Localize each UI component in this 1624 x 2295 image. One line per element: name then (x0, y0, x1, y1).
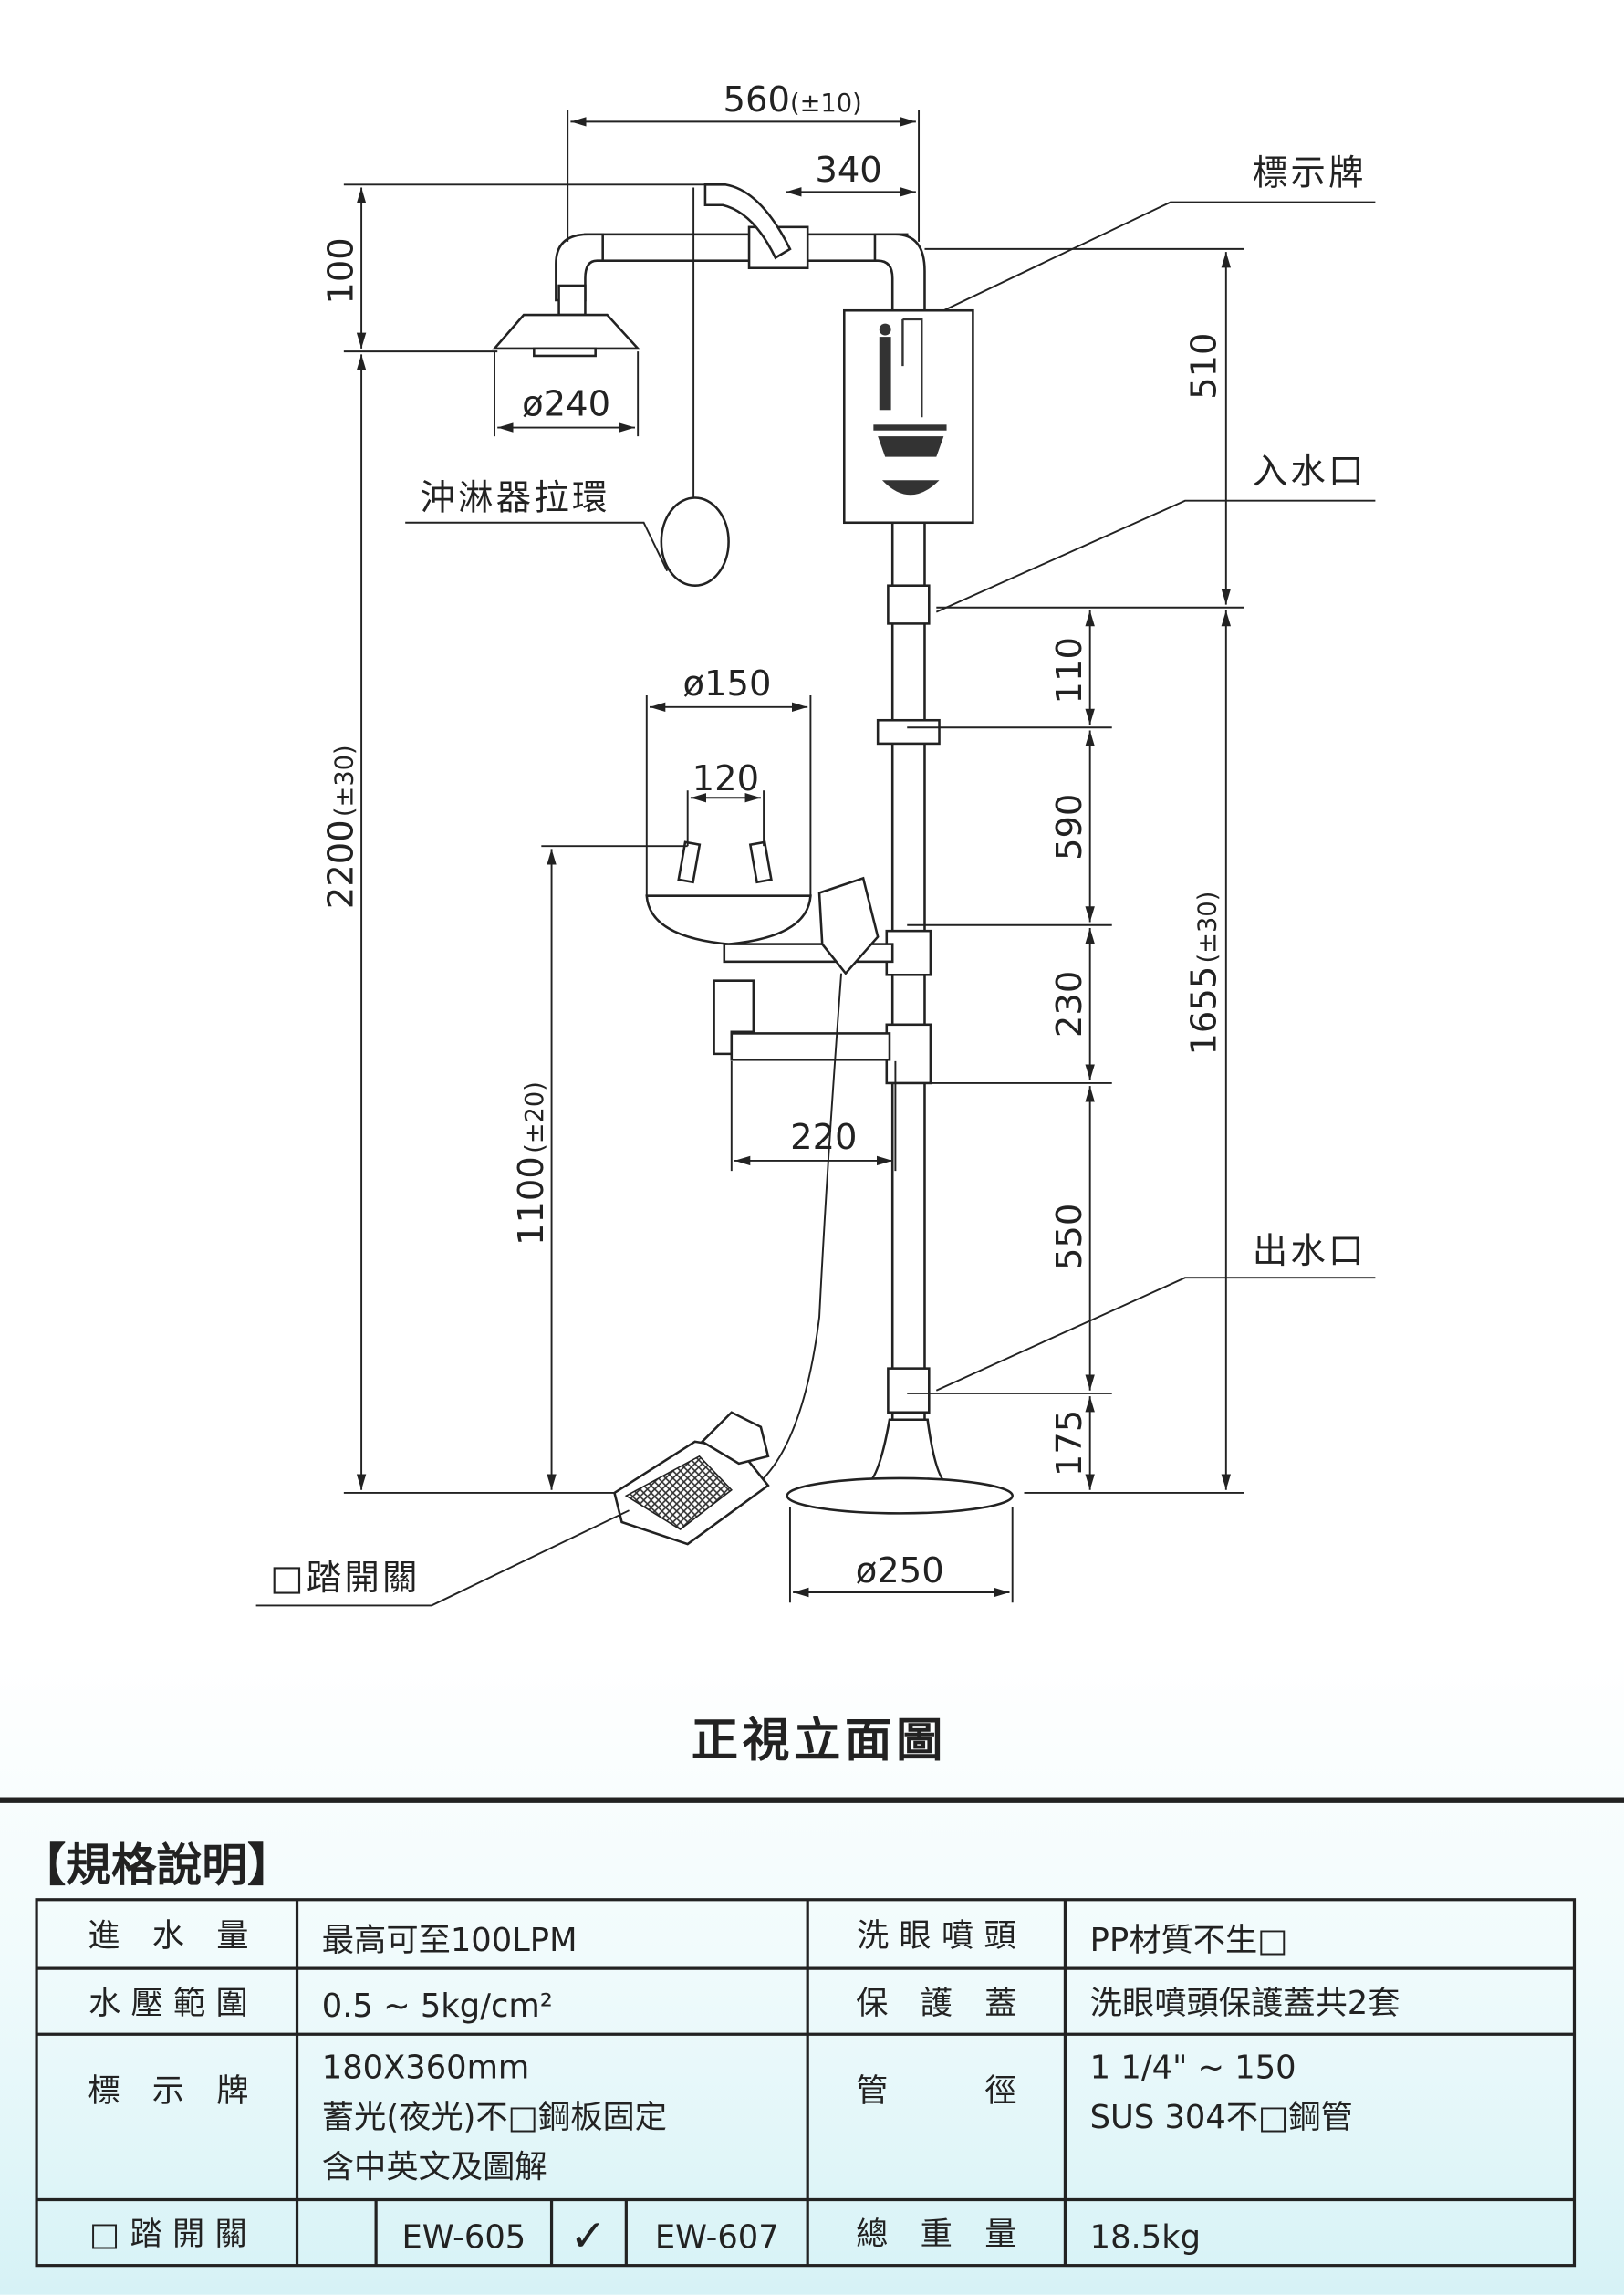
dimension-lines (255, 110, 1376, 1607)
dim-240: ø240 (522, 384, 610, 425)
spec-heading: 【規格說明】 (20, 1839, 292, 1892)
dim-1655: 1655 (1184, 966, 1225, 1056)
dim-1100-tol: (±20) (521, 1081, 549, 1153)
dim-1655-tol: (±30) (1194, 892, 1223, 964)
dim-560: 560 (724, 79, 790, 120)
outlet-tee (887, 1367, 931, 1414)
callout-sign: 標示牌 (1253, 152, 1367, 193)
dim-560-tol: (±10) (790, 89, 862, 118)
dim-340: 340 (815, 150, 881, 191)
spec-label-sign: 標 示 牌 (88, 2072, 248, 2110)
spec-value-weight: 18.5kg (1090, 2218, 1201, 2256)
dim-2200: 2200 (320, 819, 361, 909)
spec-value-cover: 洗眼噴頭保護蓋共2套 (1090, 1985, 1400, 2022)
dim-230: 230 (1049, 971, 1090, 1038)
spec-label-foot-switch: □ 踏 開 關 (89, 2216, 247, 2253)
spec-label-pressure: 水 壓 範 圍 (88, 1985, 248, 2022)
dim-100: 100 (320, 237, 361, 304)
spec-label-eyewash-head: 洗 眼 噴 頭 (857, 1917, 1016, 1955)
spec-value-inflow: 最高可至100LPM (322, 1922, 578, 1959)
dimension-labels: 560 (±10) 340 100 ø240 2200 (±30) 510 11… (320, 79, 1224, 1591)
spec-label-weight: 總 重 量 (856, 2216, 1016, 2253)
shower-assembly (492, 183, 1014, 1546)
spec-value-pressure: 0.5 ~ 5kg/cm² (322, 1987, 553, 2025)
spec-table: 進 水 量 最高可至100LPM 洗 眼 噴 頭 PP材質不生□ 水 壓 範 圍… (35, 1898, 1577, 2268)
shower-handle-arm (703, 183, 792, 260)
shower-pull-ring (660, 496, 730, 587)
dim-120: 120 (692, 758, 759, 799)
spec-label-cover: 保 護 蓋 (856, 1985, 1016, 2022)
option-ew607[interactable]: EW-607 (655, 2218, 779, 2256)
spec-value-pipe-1: 1 1/4" ~ 150 (1090, 2049, 1296, 2086)
callout-foot-switch: □踏開關 (270, 1558, 421, 1599)
drawing-title: 正視立面圖 (692, 1714, 948, 1768)
dim-220: 220 (790, 1117, 857, 1158)
dim-510: 510 (1184, 332, 1225, 399)
sign-pictogram (873, 318, 947, 496)
union (876, 718, 941, 746)
dim-150: ø150 (683, 663, 772, 704)
callout-outlet: 出水口 (1253, 1231, 1367, 1272)
option-ew605[interactable]: EW-605 (401, 2218, 526, 2256)
foot-pedal (613, 1411, 770, 1546)
inlet-tee (887, 584, 931, 625)
spec-value-eyewash-head: PP材質不生□ (1090, 1922, 1288, 1959)
spec-value-sign-3: 含中英文及圖解 (322, 2148, 547, 2185)
eyewash-push-paddle (817, 876, 880, 975)
check-mark-icon: ✓ (569, 2211, 606, 2262)
dim-550: 550 (1049, 1204, 1090, 1270)
spec-value-sign-2: 蓄光(夜光)不□鋼板固定 (322, 2099, 667, 2136)
dim-2200-tol: (±30) (330, 745, 359, 817)
spec-value-pipe-2: SUS 304不□鋼管 (1090, 2099, 1353, 2136)
dim-590: 590 (1049, 794, 1090, 861)
shower-head (492, 313, 641, 350)
dim-1100: 1100 (511, 1156, 552, 1246)
dim-175: 175 (1049, 1410, 1090, 1476)
spec-label-pipe: 管 徑 (856, 2072, 1016, 2110)
spec-label-inflow: 進 水 量 (88, 1917, 248, 1955)
dim-250: ø250 (856, 1550, 944, 1591)
floor-base (786, 1476, 1014, 1515)
callout-labels: 標示牌 入水口 出水口 沖淋器拉環 □踏開關 (270, 152, 1367, 1599)
spec-value-sign-1: 180X360mm (322, 2049, 530, 2086)
callout-inlet: 入水口 (1253, 451, 1367, 492)
dim-110: 110 (1049, 637, 1090, 704)
callout-pull-ring: 沖淋器拉環 (420, 477, 609, 518)
